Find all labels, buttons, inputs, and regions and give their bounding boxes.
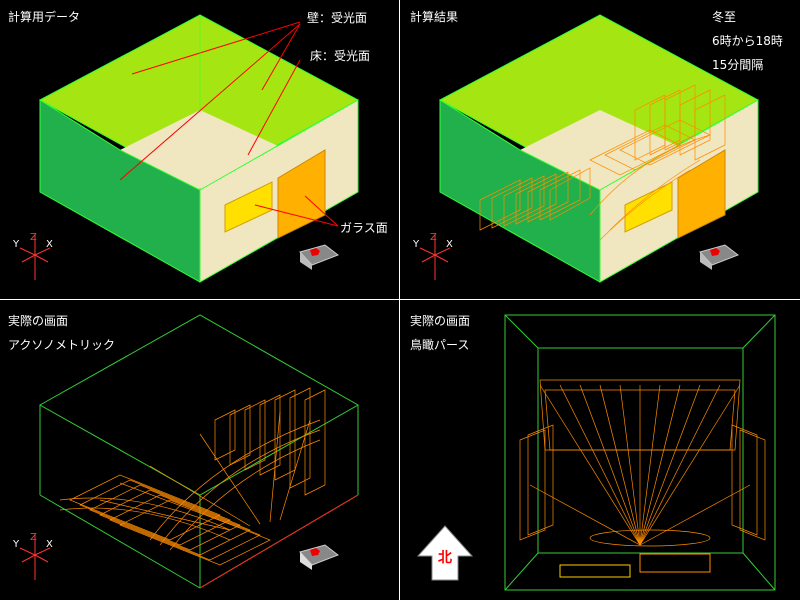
north-arrow-icon[interactable] [416,525,474,581]
axis-y-label: Y [13,239,20,250]
sun-patch-traces [519,379,766,547]
axis-z-label: Z [30,532,37,543]
sun-patch-traces [59,387,326,566]
axis-gizmo-icon [19,235,51,280]
view-cube-icon[interactable] [699,244,740,270]
sun-patch-traces [479,84,726,241]
axonometric-view [19,314,360,589]
info-interval: 15分間隔 [712,58,764,72]
room-model-result [419,14,760,283]
view-cube-icon[interactable] [299,244,340,270]
horizontal-divider [0,299,800,300]
axis-y-label: Y [413,239,420,250]
panel-birdseye: 実際の画面 鳥瞰パース 北 [400,300,800,600]
panel-title: 計算結果 [410,10,459,24]
panel-subtitle: アクソノメトリック [8,338,116,352]
panel-subtitle: 鳥瞰パース [410,338,470,352]
info-season: 冬至 [712,10,737,24]
glass-callout-label: ガラス面 [340,221,388,235]
axis-x-label: X [46,539,53,550]
panel-axonometric: 実際の画面 アクソノメトリック Y Z X [0,300,400,600]
info-time-range: 6時から18時 [712,34,783,48]
panel-title: 実際の画面 [410,314,471,328]
axis-gizmo-icon [19,535,51,580]
panel-title: 計算用データ [8,10,81,24]
axis-z-label: Z [30,232,37,243]
birdseye-view [416,314,776,591]
panel-title: 実際の画面 [8,314,69,328]
wall-callout-label: 壁：受光面 [307,11,368,25]
panel-input-data: 計算用データ 壁：受光面 床：受光面 ガラス面 Y Z X [0,0,400,300]
vertical-divider [399,0,400,600]
glass-door [277,149,326,239]
axis-gizmo-icon [419,235,451,280]
panel-result: 計算結果 冬至 6時から18時 15分間隔 Y Z X [400,0,800,300]
view-cube-icon[interactable] [299,544,340,570]
floor-callout-label: 床：受光面 [310,49,371,63]
axis-x-label: X [46,239,53,250]
axis-x-label: X [446,239,453,250]
room-model-input [19,14,360,283]
north-label: 北 [438,550,452,566]
axis-y-label: Y [13,539,20,550]
window-glass [224,181,273,233]
axis-z-label: Z [430,232,437,243]
